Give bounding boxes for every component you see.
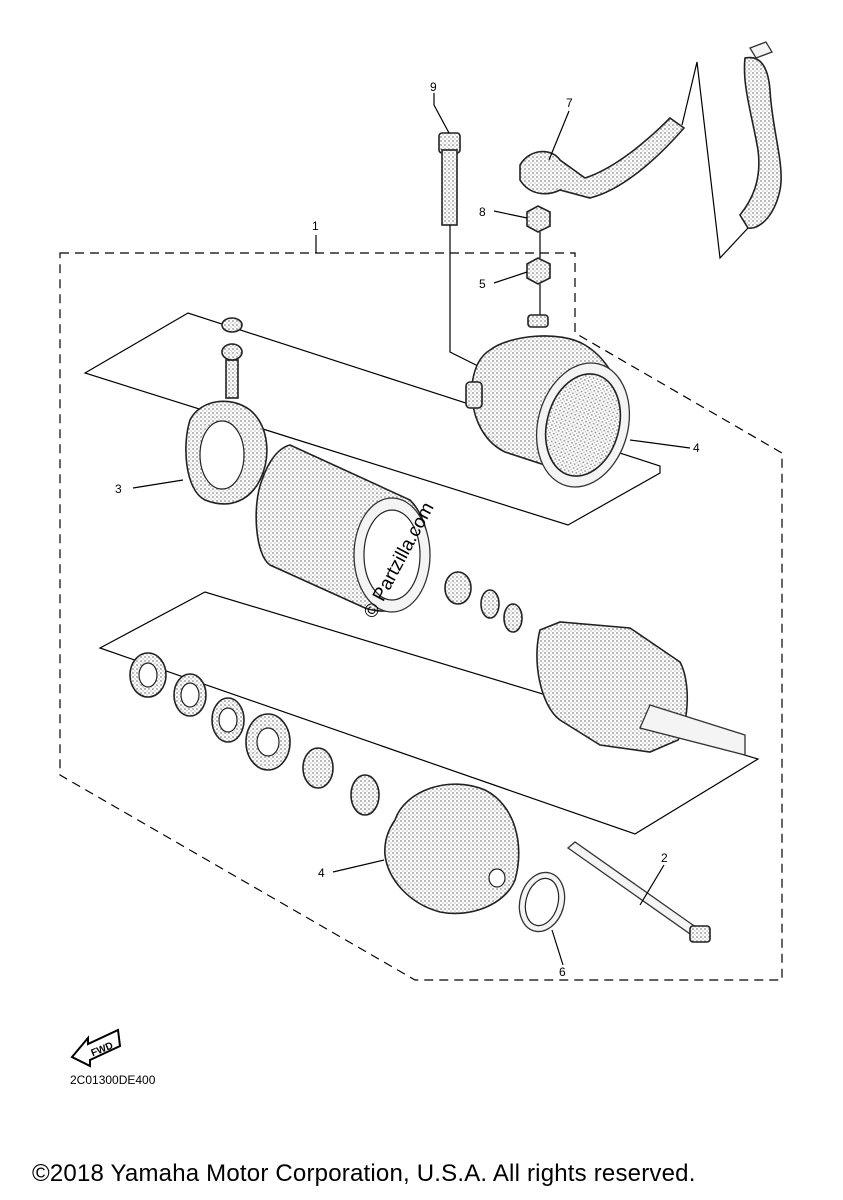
fwd-arrow-icon: FWD	[70, 1028, 122, 1068]
callout-4-upper: 4	[693, 441, 700, 455]
lower-group-plane	[98, 591, 760, 835]
callout-1: 1	[312, 219, 319, 233]
part-4-front-cover	[384, 783, 520, 915]
callout-6: 6	[559, 965, 566, 979]
callout-3: 3	[115, 482, 122, 496]
callout-5: 5	[479, 277, 486, 291]
copyright-notice: ©2018 Yamaha Motor Corporation, U.S.A. A…	[32, 1160, 696, 1187]
callout-8: 8	[479, 205, 486, 219]
part-bushing-washers	[444, 571, 523, 633]
callout-7: 7	[566, 96, 573, 110]
part-yoke-housing	[255, 444, 431, 613]
part-5-nut	[526, 257, 551, 285]
part-9-bolt	[438, 132, 461, 226]
diagram-code: 2C01300DE400	[70, 1073, 156, 1087]
part-6-o-ring	[518, 871, 566, 933]
part-2-through-bolt	[566, 841, 711, 943]
callout-2: 2	[661, 851, 668, 865]
part-8-nut	[526, 205, 551, 233]
callout-4-lower: 4	[318, 866, 325, 880]
assembly-boundary	[59, 252, 783, 981]
part-7-lead-wire	[519, 41, 782, 260]
part-armature	[536, 621, 746, 756]
part-shim-stack	[129, 652, 380, 816]
upper-group-plane	[83, 312, 661, 526]
callout-9: 9	[430, 80, 437, 94]
part-3-brush-plate	[185, 317, 268, 505]
part-4-rear-cover	[465, 335, 631, 488]
